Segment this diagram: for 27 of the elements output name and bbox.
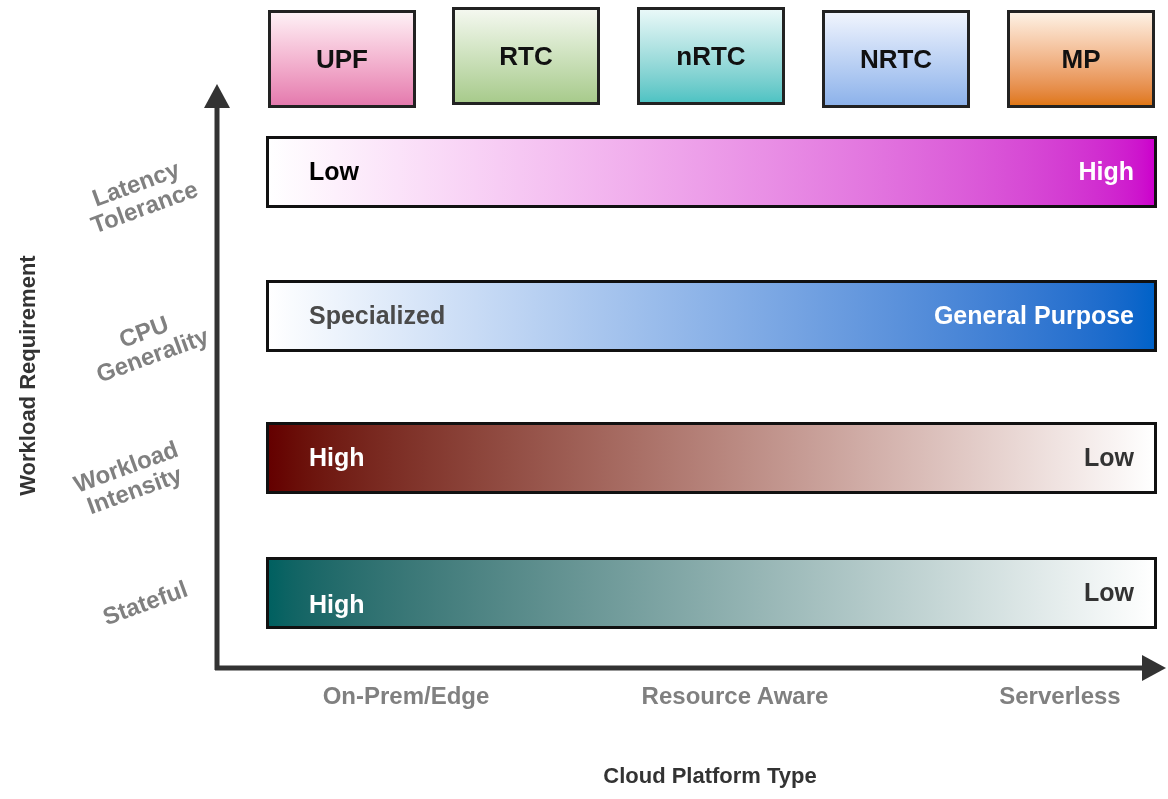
- category-box: [637, 7, 785, 105]
- category-label: NRTC: [859, 42, 933, 76]
- scale-end-label: Low: [1084, 442, 1134, 474]
- axis-title: Workload Requirement: [16, 254, 40, 498]
- scale-end-label: General Purpose: [933, 300, 1134, 332]
- scale-start-label: High: [309, 442, 365, 474]
- category-box: [1007, 10, 1155, 108]
- category-label: UPF: [316, 42, 368, 76]
- scale-start-label: Specialized: [309, 300, 446, 332]
- gradient-bar: [266, 280, 1157, 352]
- gradient-bar: [266, 422, 1157, 494]
- category-box: [822, 10, 970, 108]
- category-label: MP: [1061, 42, 1101, 76]
- category-label: RTC: [499, 39, 553, 73]
- category-box: [268, 10, 416, 108]
- scale-start-label: Low: [309, 156, 359, 188]
- scale-end-label: High: [1078, 156, 1134, 188]
- axis-tick-label: Resource Aware: [640, 683, 830, 709]
- category-box: [452, 7, 600, 105]
- category-label: nRTC: [676, 39, 746, 73]
- axis-title: Cloud Platform Type: [602, 764, 818, 788]
- axis-tick-label: Serverless: [998, 683, 1122, 709]
- gradient-bar: [266, 557, 1157, 629]
- axis-tick-label: On-Prem/Edge: [321, 683, 491, 709]
- scale-start-label: High: [309, 589, 365, 621]
- scale-end-label: Low: [1084, 577, 1134, 609]
- gradient-bar: [266, 136, 1157, 208]
